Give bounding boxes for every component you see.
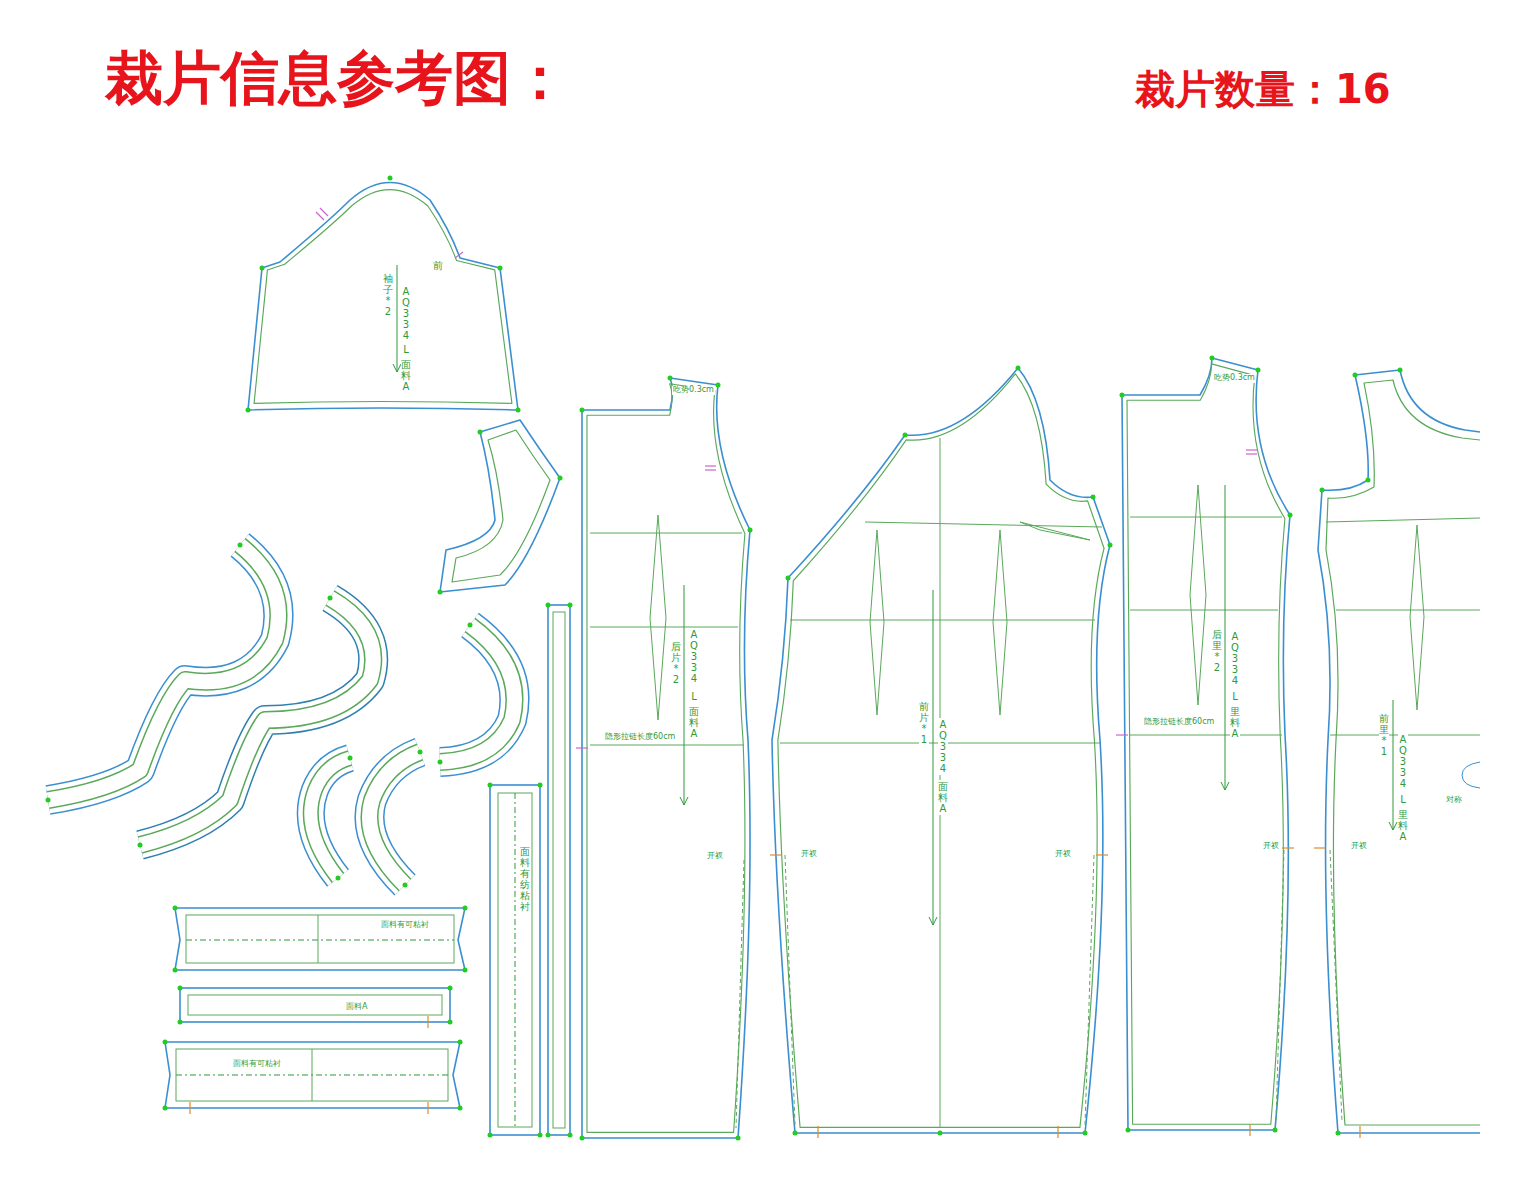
piece-label: 隐形拉链长度60cm [604, 733, 676, 742]
piece-label: 面料有可粘衬 [232, 1060, 282, 1069]
vertical-piece-label: 面料A [689, 705, 699, 740]
vertical-piece-label: 后里*2 [1212, 628, 1222, 674]
piece-label: 开衩 [1054, 850, 1072, 859]
vertical-piece-label: 面料有纺粘衬 [520, 845, 530, 913]
piece-label: 面料A [345, 1003, 368, 1012]
piece-label: 开衩 [1350, 842, 1368, 851]
piece-label: 吃势0.3cm [672, 386, 715, 395]
page-title: 裁片信息参考图： [105, 40, 569, 118]
vertical-piece-label: AQ334 [401, 285, 411, 342]
vertical-piece-label: AQ334 [1230, 630, 1240, 687]
piece-label: 隐形拉链长度60cm [1143, 718, 1215, 727]
vertical-piece-label: L [401, 343, 411, 356]
piece-label: 对称 [1445, 796, 1463, 805]
piece-label: 开衩 [1262, 842, 1280, 851]
vertical-piece-label: 袖子*2 [383, 272, 393, 318]
vertical-piece-label: L [689, 690, 699, 703]
vertical-piece-label: AQ334 [689, 628, 699, 685]
vertical-piece-label: L [1398, 793, 1408, 806]
vertical-piece-label: 前里*1 [1379, 712, 1389, 758]
vertical-piece-label: AQ334 [938, 718, 948, 775]
piece-count: 裁片数量：16 [1135, 62, 1391, 117]
vertical-piece-label: 面料A [938, 780, 948, 815]
vertical-piece-label: 里料A [1398, 808, 1408, 843]
piece-label: 前 [432, 260, 444, 271]
piece-label: 开衩 [706, 852, 724, 861]
vertical-piece-label: L [1230, 690, 1240, 703]
piece-label: 吃势0.3cm [1213, 374, 1256, 383]
vertical-piece-label: 前片*1 [919, 700, 929, 746]
vertical-piece-label: 后片*2 [671, 640, 681, 686]
piece-label: 开衩 [800, 850, 818, 859]
vertical-piece-label: 面料A [401, 358, 411, 393]
vertical-piece-label: AQ334 [1398, 733, 1408, 790]
vertical-piece-label: 里料A [1230, 705, 1240, 740]
piece-label: 面料有可粘衬 [380, 921, 430, 930]
